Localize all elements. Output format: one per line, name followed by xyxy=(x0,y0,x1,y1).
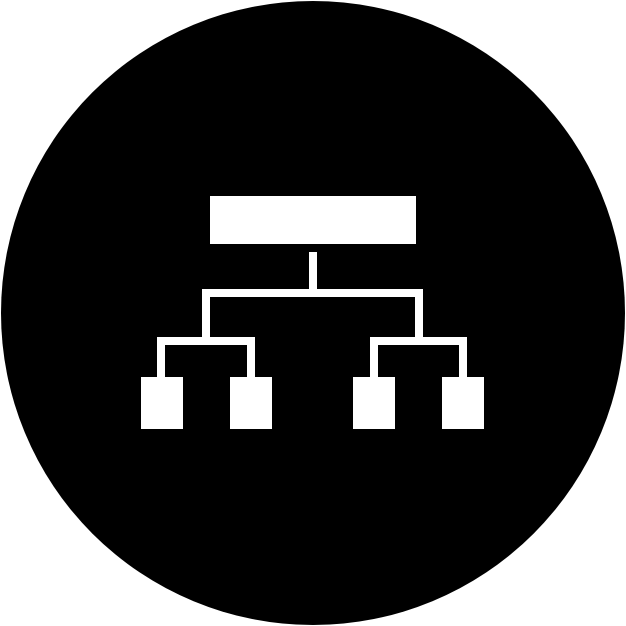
hierarchy-nodes xyxy=(141,196,484,429)
leaf-node-3 xyxy=(353,377,395,429)
hierarchy-glyph xyxy=(157,252,467,377)
leaf-node-2 xyxy=(230,377,272,429)
leaf-node-1 xyxy=(141,377,183,429)
root-node xyxy=(210,196,416,244)
leaf-node-4 xyxy=(442,377,484,429)
